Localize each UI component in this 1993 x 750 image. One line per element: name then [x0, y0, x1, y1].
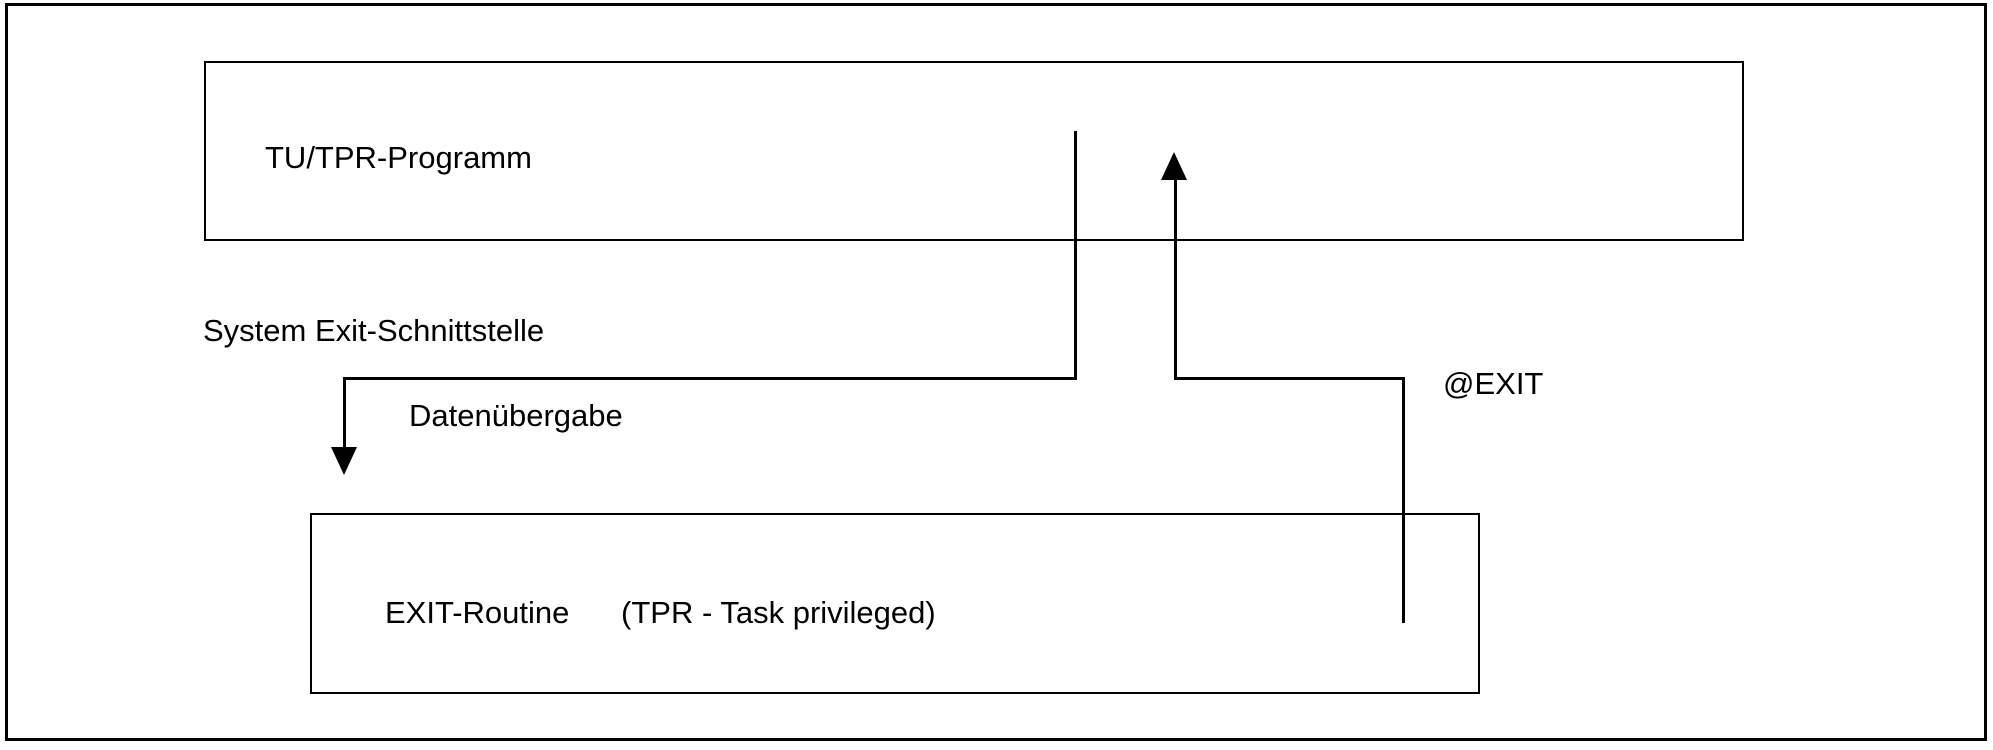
diagram-outer-border	[5, 3, 1987, 741]
node-tu-tpr-program-label: TU/TPR-Programm	[265, 140, 532, 175]
return-path-segment-vertical-from-exit-routine	[1402, 377, 1405, 623]
node-tu-tpr-program[interactable]	[204, 61, 1744, 241]
call-path-arrowhead-down-icon	[331, 447, 357, 475]
return-path-segment-horizontal	[1175, 377, 1405, 380]
annotation-datenuebergabe: Datenübergabe	[409, 398, 623, 433]
call-path-segment-vertical-from-program	[1074, 131, 1077, 380]
annotation-system-exit-interface: System Exit-Schnittstelle	[203, 313, 545, 348]
call-path-segment-vertical-to-exit-routine	[343, 377, 346, 452]
node-exit-routine[interactable]	[310, 513, 1480, 694]
return-path-arrowhead-up-icon	[1161, 152, 1187, 180]
return-path-segment-vertical-to-program	[1174, 176, 1177, 380]
call-path-segment-horizontal	[343, 377, 1077, 380]
annotation-exit-call: @EXIT	[1443, 366, 1544, 401]
node-exit-routine-label: EXIT-Routine (TPR - Task privileged)	[385, 595, 936, 630]
